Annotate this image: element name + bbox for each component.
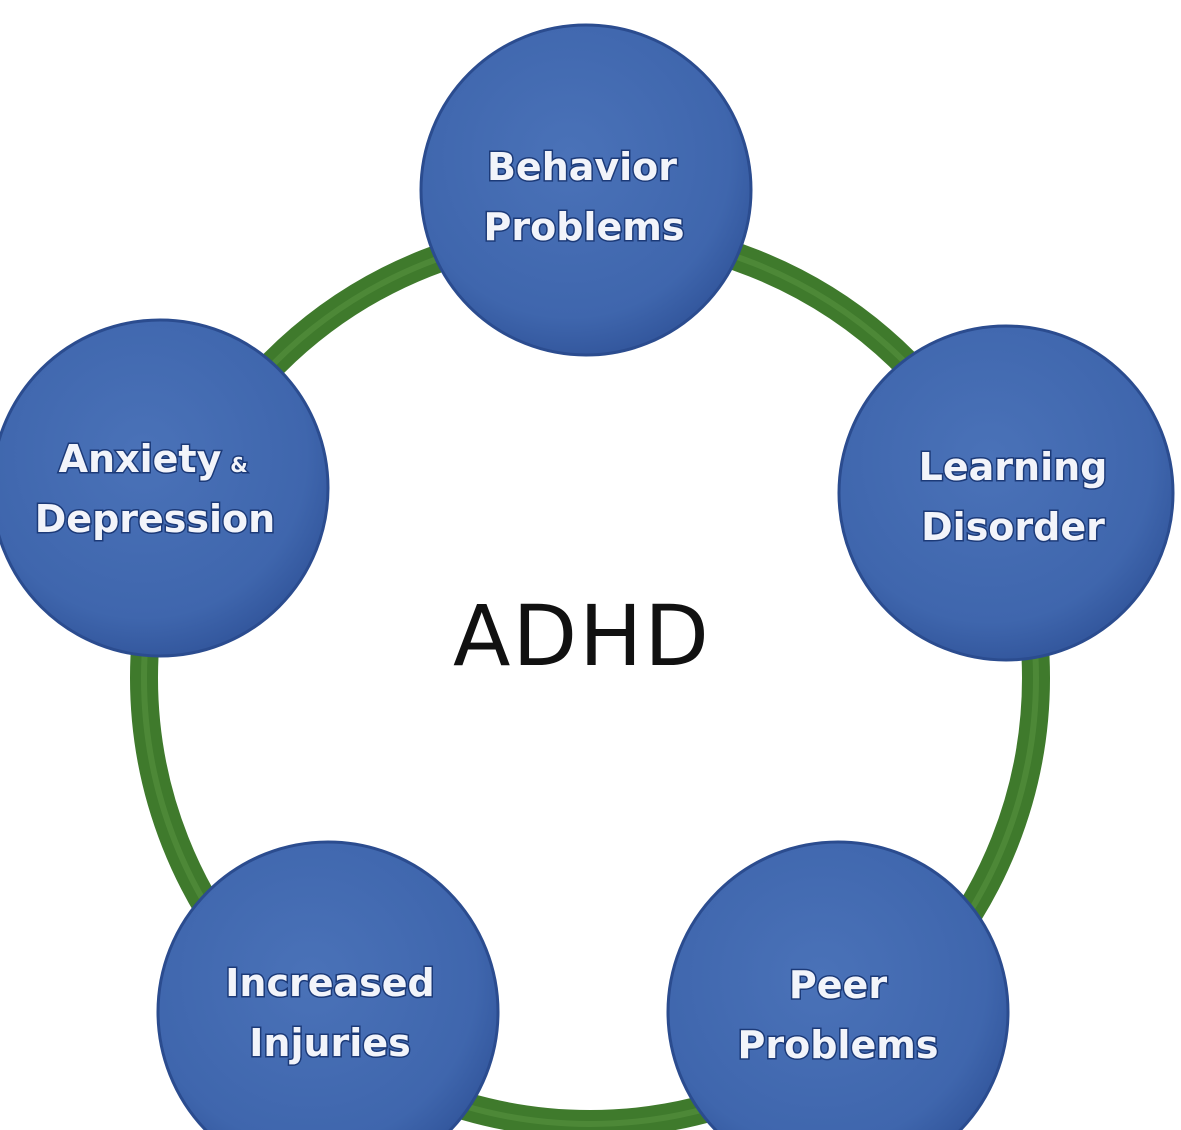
- node-label-line-2: Depression: [35, 497, 275, 541]
- node-anxiety-depression: Anxiety & Depression: [0, 318, 330, 658]
- node-label-line-1: Increased: [225, 961, 434, 1005]
- node-label-line-1: Anxiety: [59, 437, 222, 481]
- node-circle: [156, 840, 500, 1130]
- node-label-line-2: Problems: [738, 1023, 939, 1067]
- node-circle: [0, 318, 330, 658]
- node-label-ampersand: &: [230, 453, 247, 477]
- node-learning-disorder: Learning Disorder: [837, 324, 1175, 662]
- node-label-line-1: Behavior: [487, 145, 677, 189]
- node-circle: [419, 23, 753, 357]
- node-behavior-problems: Behavior Problems: [419, 23, 753, 357]
- node-increased-injuries: Increased Injuries: [156, 840, 500, 1130]
- center-label: ADHD: [453, 587, 711, 685]
- node-label-line-2: Disorder: [921, 505, 1105, 549]
- node-label-line-2: Injuries: [249, 1021, 410, 1065]
- node-label-line-2: Problems: [484, 205, 685, 249]
- node-label-line-1: Learning: [919, 445, 1108, 489]
- node-peer-problems: Peer Problems: [666, 840, 1010, 1130]
- node-circle: [837, 324, 1175, 662]
- node-circle: [666, 840, 1010, 1130]
- node-label-line-1: Peer: [789, 963, 887, 1007]
